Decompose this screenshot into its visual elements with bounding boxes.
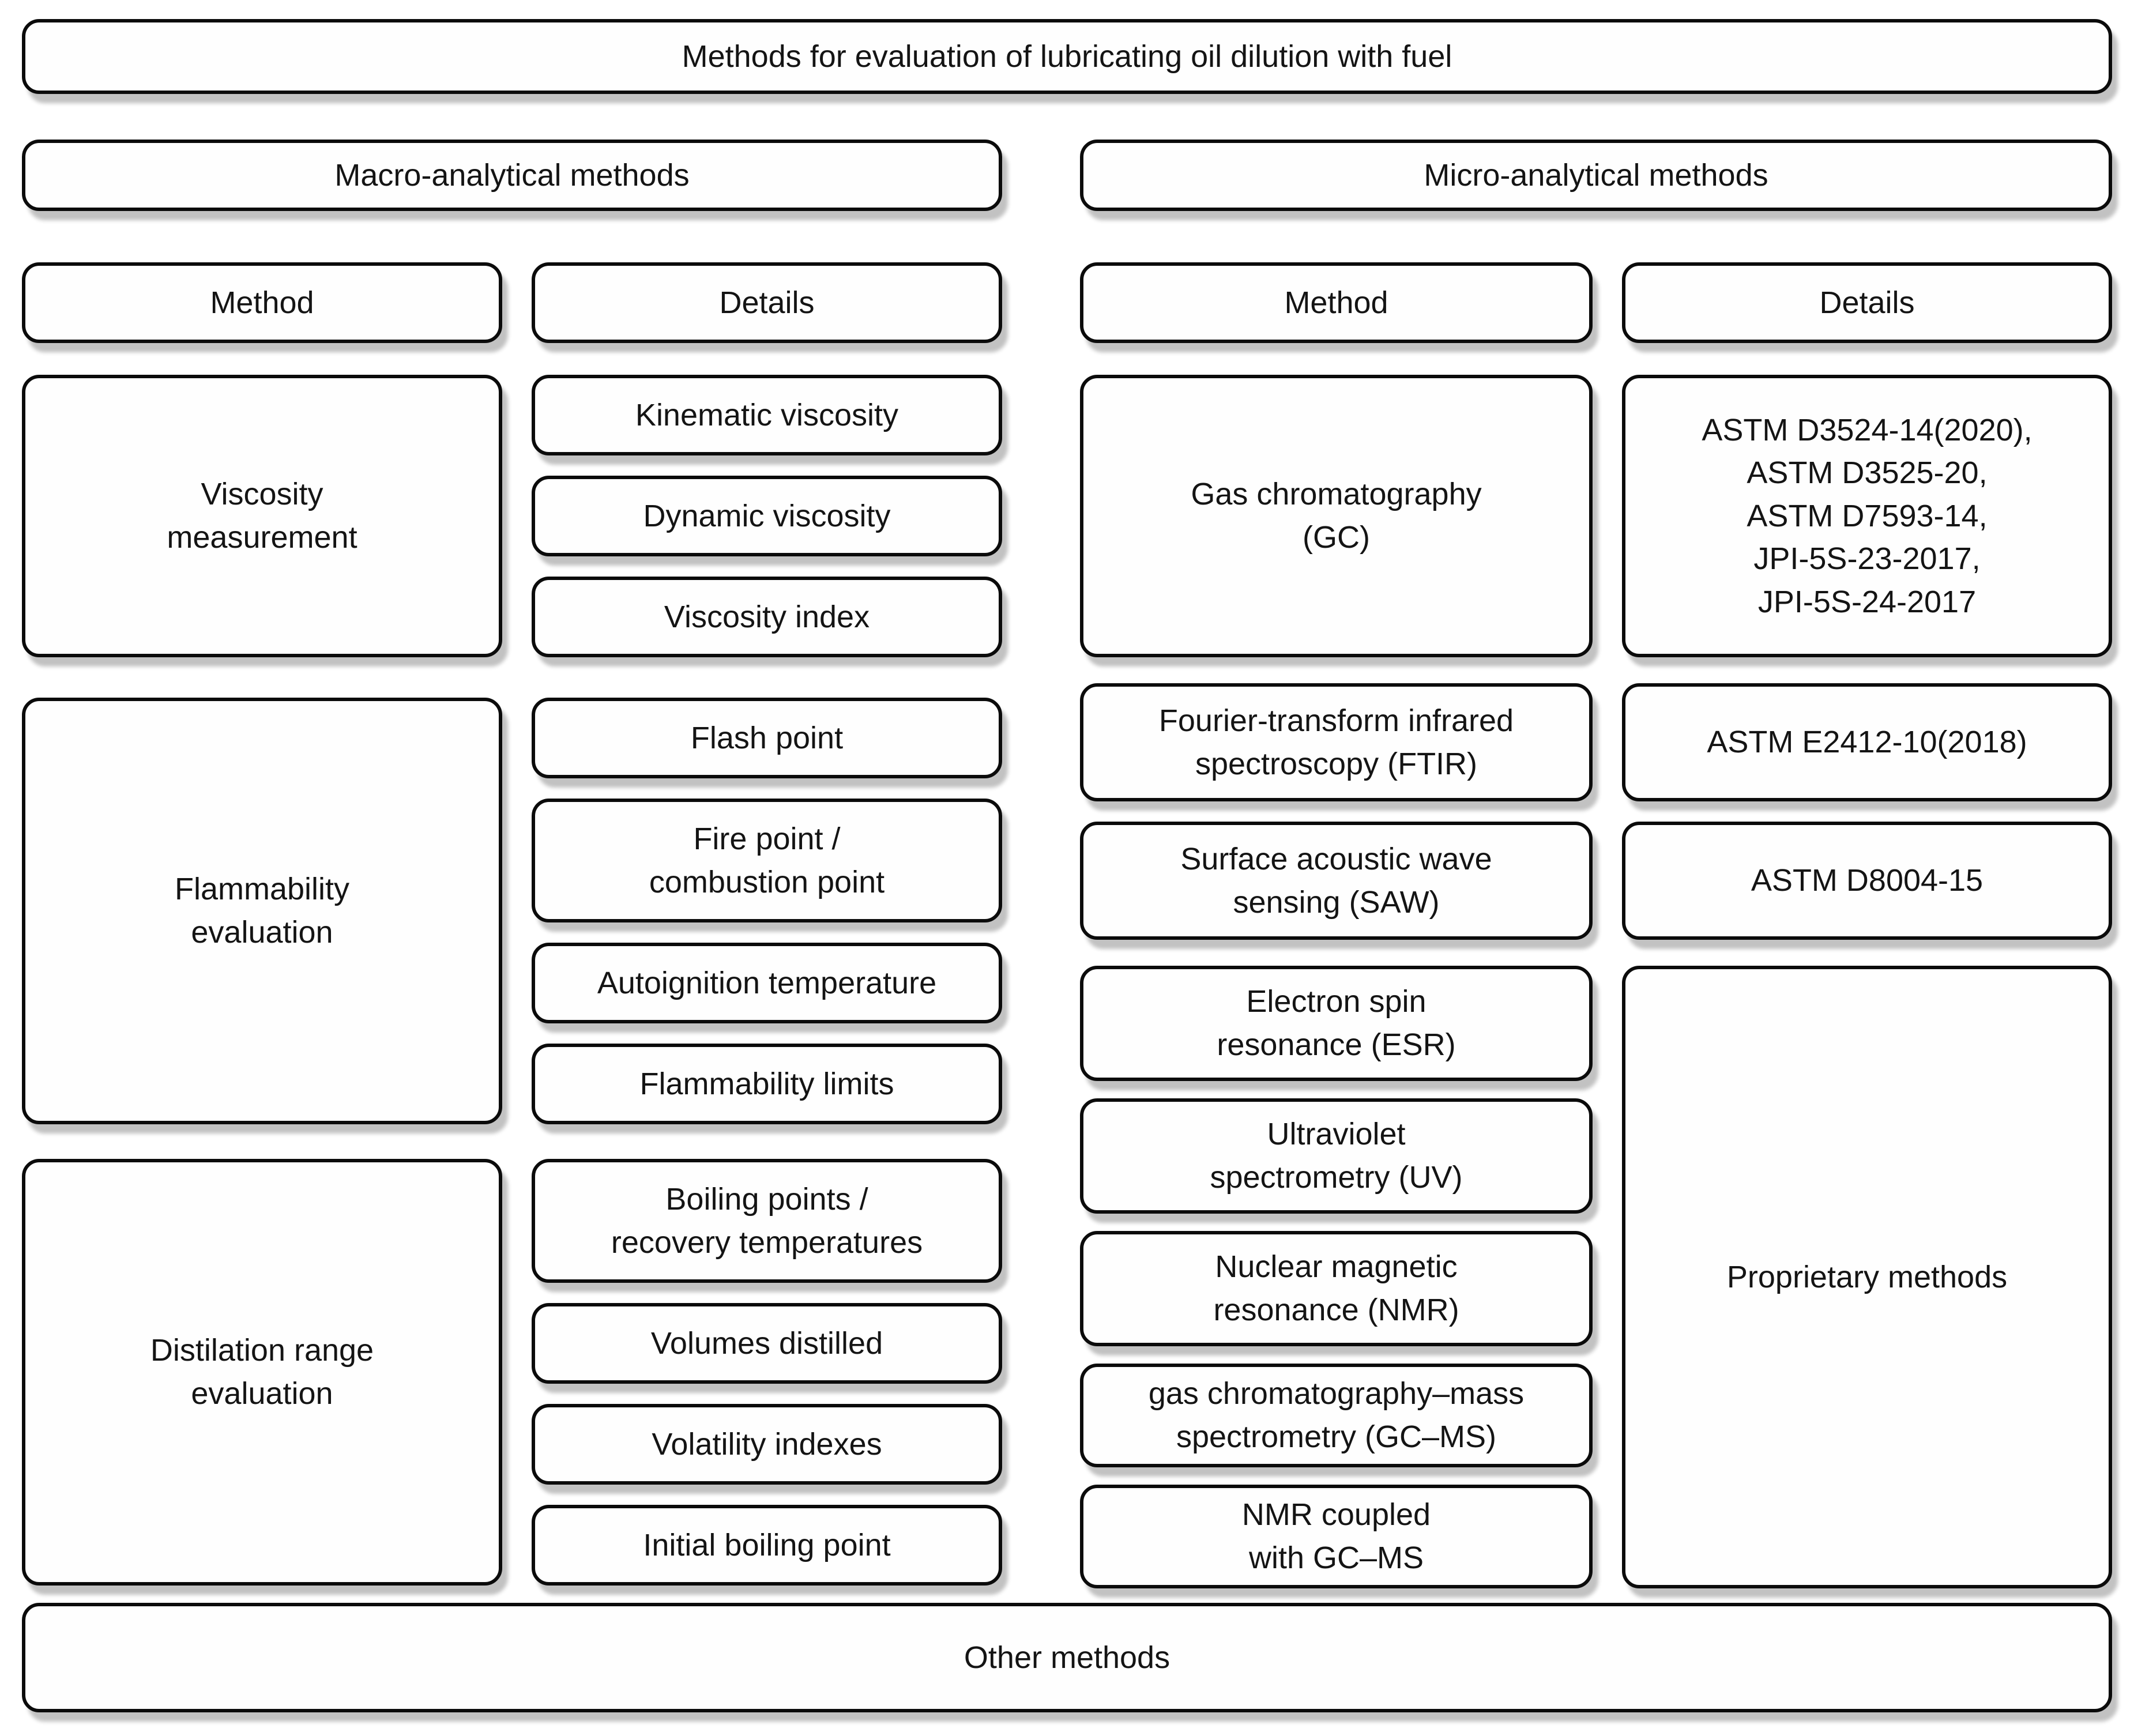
macro-header-box: Macro-analytical methods: [22, 140, 1002, 211]
macro-method-column-header: Method: [22, 262, 502, 343]
detail-box-kinematic-viscosity: Kinematic viscosity: [532, 375, 1002, 455]
detail-box-fire-point: Fire point / combustion point: [532, 799, 1002, 922]
macro-columns: Method Viscosity measurement Flammabilit…: [22, 262, 1002, 1586]
macro-details-column-header: Details: [532, 262, 1002, 343]
diagram-title-box: Methods for evaluation of lubricating oi…: [22, 19, 2112, 94]
detail-box-volumes-distilled: Volumes distilled: [532, 1303, 1002, 1384]
method-box-flammability-evaluation: Flammability evaluation: [22, 698, 502, 1124]
macro-details-column: Details Kinematic viscosity Dynamic visc…: [532, 262, 1002, 1586]
method-box-gas-chromatography: Gas chromatography (GC): [1080, 375, 1593, 657]
method-box-nmr-gc-ms: NMR coupled with GC–MS: [1080, 1485, 1593, 1588]
method-box-nmr: Nuclear magnetic resonance (NMR): [1080, 1231, 1593, 1346]
detail-box-flash-point: Flash point: [532, 698, 1002, 778]
micro-details-column: Details ASTM D3524-14(2020), ASTM D3525-…: [1622, 262, 2112, 1588]
diagram-body: Macro-analytical methods Method Viscosit…: [22, 140, 2112, 1588]
macro-section: Macro-analytical methods Method Viscosit…: [22, 140, 1002, 1588]
macro-method-column: Method Viscosity measurement Flammabilit…: [22, 262, 502, 1586]
method-box-saw: Surface acoustic wave sensing (SAW): [1080, 822, 1593, 940]
detail-box-flammability-limits: Flammability limits: [532, 1044, 1002, 1124]
detail-box-gc-standards: ASTM D3524-14(2020), ASTM D3525-20, ASTM…: [1622, 375, 2112, 657]
method-box-viscosity-measurement: Viscosity measurement: [22, 375, 502, 657]
detail-box-viscosity-index: Viscosity index: [532, 577, 1002, 657]
micro-section: Micro-analytical methods Method Gas chro…: [1080, 140, 2112, 1588]
method-box-ftir: Fourier-transform infrared spectroscopy …: [1080, 683, 1593, 801]
method-box-uv: Ultraviolet spectrometry (UV): [1080, 1098, 1593, 1214]
micro-details-column-header: Details: [1622, 262, 2112, 343]
micro-header-box: Micro-analytical methods: [1080, 140, 2112, 211]
micro-method-column: Method Gas chromatography (GC) Fourier-t…: [1080, 262, 1593, 1588]
other-methods-box: Other methods: [22, 1603, 2112, 1712]
detail-box-boiling-points: Boiling points / recovery temperatures: [532, 1159, 1002, 1283]
detail-box-volatility-indexes: Volatility indexes: [532, 1404, 1002, 1485]
method-box-distillation-range-evaluation: Distilation range evaluation: [22, 1159, 502, 1586]
method-box-gc-ms: gas chromatography–mass spectrometry (GC…: [1080, 1364, 1593, 1467]
detail-box-dynamic-viscosity: Dynamic viscosity: [532, 476, 1002, 556]
detail-box-autoignition-temperature: Autoignition temperature: [532, 943, 1002, 1023]
micro-columns: Method Gas chromatography (GC) Fourier-t…: [1080, 262, 2112, 1588]
micro-method-column-header: Method: [1080, 262, 1593, 343]
detail-box-initial-boiling-point: Initial boiling point: [532, 1505, 1002, 1586]
detail-box-proprietary-methods: Proprietary methods: [1622, 966, 2112, 1588]
detail-box-saw-standard: ASTM D8004-15: [1622, 822, 2112, 940]
method-box-esr: Electron spin resonance (ESR): [1080, 966, 1593, 1081]
detail-box-ftir-standard: ASTM E2412-10(2018): [1622, 683, 2112, 801]
